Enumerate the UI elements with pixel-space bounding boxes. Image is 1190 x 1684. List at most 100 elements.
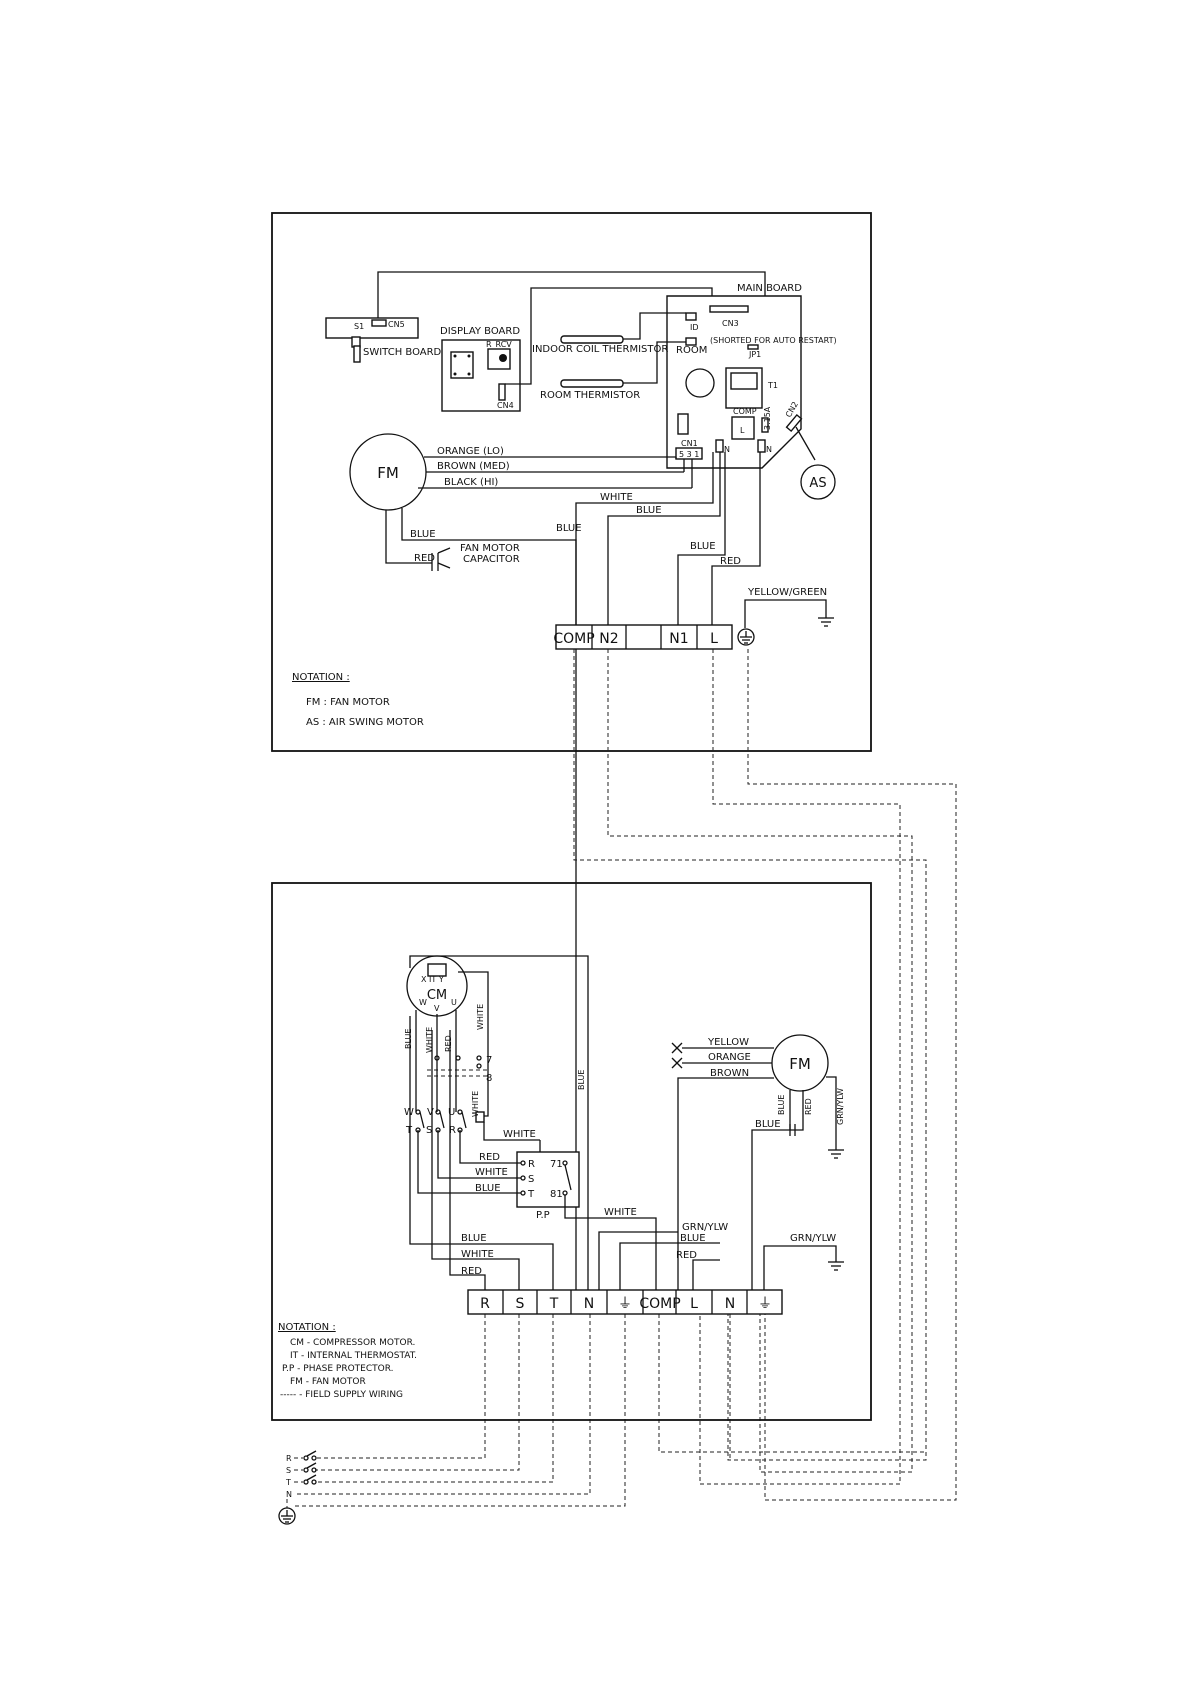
svg-text:RED: RED <box>804 1098 813 1115</box>
svg-text:YELLOW: YELLOW <box>707 1037 749 1048</box>
svg-text:T1: T1 <box>767 381 778 390</box>
svg-text:JP1: JP1 <box>748 350 761 359</box>
svg-text:BLUE: BLUE <box>636 505 662 516</box>
svg-text:YELLOW/GREEN: YELLOW/GREEN <box>747 587 827 598</box>
indoor-earth-icon <box>737 628 755 646</box>
svg-text:GRN/YLW: GRN/YLW <box>790 1233 836 1244</box>
svg-text:DISPLAY BOARD: DISPLAY BOARD <box>440 326 520 337</box>
outdoor-terminal-block: R S T N ⏚ COMP L N ⏚ <box>467 1289 783 1315</box>
svg-text:U: U <box>451 998 457 1007</box>
svg-text:RED: RED <box>720 556 741 567</box>
svg-text:R: R <box>480 1296 490 1312</box>
svg-text:RED: RED <box>444 1035 453 1052</box>
svg-text:W: W <box>404 1107 414 1118</box>
svg-text:WHITE: WHITE <box>503 1129 536 1140</box>
svg-text:R: R <box>528 1159 535 1170</box>
svg-text:BLUE: BLUE <box>404 1029 413 1049</box>
svg-text:NOTATION :: NOTATION : <box>292 672 350 683</box>
contactor: 7 8 W V U T S R WHITE <box>404 1010 492 1136</box>
svg-text:R: R <box>286 1454 292 1463</box>
svg-text:BLUE: BLUE <box>755 1119 781 1130</box>
svg-text:S1: S1 <box>354 322 364 331</box>
svg-text:IT - INTERNAL THERMOSTAT.: IT - INTERNAL THERMOSTAT. <box>290 1351 417 1361</box>
outdoor-unit-frame <box>271 882 872 1421</box>
indoor-coil-thermistor: INDOOR COIL THERMISTOR <box>532 335 668 355</box>
svg-text:5 3 1: 5 3 1 <box>679 450 699 459</box>
svg-text:81: 81 <box>550 1189 563 1200</box>
svg-text:⏚: ⏚ <box>618 1296 632 1312</box>
field-supply-wiring <box>294 649 957 1507</box>
svg-text:BLUE: BLUE <box>475 1183 501 1194</box>
svg-text:BROWN (MED): BROWN (MED) <box>437 461 510 472</box>
svg-text:ID: ID <box>690 323 699 332</box>
svg-text:S: S <box>426 1125 432 1136</box>
svg-text:N: N <box>725 1296 735 1312</box>
svg-text:MAIN BOARD: MAIN BOARD <box>737 283 802 294</box>
svg-text:COMP: COMP <box>733 407 757 416</box>
yellow-wire-cap-icon <box>671 1042 683 1054</box>
svg-text:CN5: CN5 <box>388 320 405 329</box>
svg-text:WHITE: WHITE <box>425 1027 434 1053</box>
svg-text:COMP: COMP <box>553 631 594 647</box>
svg-text:BLUE: BLUE <box>680 1233 706 1244</box>
switch-board-label: SWITCH BOARD <box>363 347 442 358</box>
svg-text:ORANGE: ORANGE <box>708 1052 751 1063</box>
outdoor-notation: NOTATION : CM - COMPRESSOR MOTOR. IT - I… <box>278 1322 417 1400</box>
svg-text:----- - FIELD SUPPLY WIRING: ----- - FIELD SUPPLY WIRING <box>280 1390 403 1400</box>
orange-wire-cap-icon <box>671 1057 683 1069</box>
svg-text:R: R <box>449 1125 456 1136</box>
outdoor-fan-motor: FM <box>771 1034 829 1092</box>
svg-text:S: S <box>516 1296 525 1312</box>
svg-text:7: 7 <box>486 1055 492 1066</box>
svg-text:AS: AS <box>809 476 826 491</box>
svg-text:⏚: ⏚ <box>758 1296 772 1312</box>
svg-text:FM: FM <box>377 464 399 482</box>
svg-text:RED: RED <box>479 1152 500 1163</box>
svg-text:WHITE: WHITE <box>461 1249 494 1260</box>
svg-text:WHITE: WHITE <box>604 1207 637 1218</box>
svg-text:N: N <box>286 1490 292 1499</box>
svg-text:ROOM THERMISTOR: ROOM THERMISTOR <box>540 390 640 401</box>
svg-text:FAN MOTOR: FAN MOTOR <box>460 543 520 554</box>
svg-text:L: L <box>710 631 718 647</box>
svg-text:V: V <box>434 1004 440 1013</box>
svg-text:3.15A: 3.15A <box>763 406 772 430</box>
svg-text:ROOM: ROOM <box>676 345 707 356</box>
svg-text:BLUE: BLUE <box>577 1070 586 1090</box>
svg-text:COMP: COMP <box>639 1296 680 1312</box>
svg-text:WHITE: WHITE <box>475 1167 508 1178</box>
svg-text:ORANGE (LO): ORANGE (LO) <box>437 446 504 457</box>
supply-switches: R S T N <box>285 1450 317 1508</box>
svg-text:CN1: CN1 <box>681 439 698 448</box>
fan-capacitor-outdoor <box>789 1124 796 1136</box>
svg-text:N1: N1 <box>669 631 688 647</box>
supply-earth-icon <box>278 1507 296 1525</box>
svg-text:BLUE: BLUE <box>461 1233 487 1244</box>
compressor-motor: X IT Y CM W V U <box>406 955 468 1017</box>
svg-text:BLUE: BLUE <box>410 529 436 540</box>
svg-text:CN3: CN3 <box>722 319 739 328</box>
svg-text:FM - FAN MOTOR: FM - FAN MOTOR <box>290 1377 366 1387</box>
svg-text:CM - COMPRESSOR MOTOR.: CM - COMPRESSOR MOTOR. <box>290 1338 415 1348</box>
svg-text:RED: RED <box>676 1250 697 1261</box>
svg-text:WHITE: WHITE <box>600 492 633 503</box>
svg-text:T: T <box>527 1189 535 1200</box>
svg-text:CM: CM <box>427 988 447 1003</box>
svg-text:8: 8 <box>486 1073 492 1084</box>
svg-text:GRN/YLW: GRN/YLW <box>682 1222 728 1233</box>
svg-text:BROWN: BROWN <box>710 1068 749 1079</box>
svg-text:R_RCV: R_RCV <box>486 340 512 349</box>
indoor-unit-frame <box>271 212 872 752</box>
svg-text:L: L <box>740 426 745 435</box>
phase-protector: P.P R S T 71 81 <box>516 1151 580 1221</box>
svg-text:WHITE: WHITE <box>471 1091 480 1117</box>
svg-text:AS : AIR SWING MOTOR: AS : AIR SWING MOTOR <box>306 717 424 728</box>
switch-board: S1 CN5 SWITCH BOARD <box>325 317 442 363</box>
svg-text:N: N <box>584 1296 594 1312</box>
svg-text:N2: N2 <box>599 631 618 647</box>
svg-text:T: T <box>405 1125 413 1136</box>
indoor-fan-motor: FM <box>349 433 427 511</box>
svg-text:S: S <box>286 1466 291 1475</box>
svg-text:BLUE: BLUE <box>690 541 716 552</box>
svg-text:L: L <box>690 1296 698 1312</box>
